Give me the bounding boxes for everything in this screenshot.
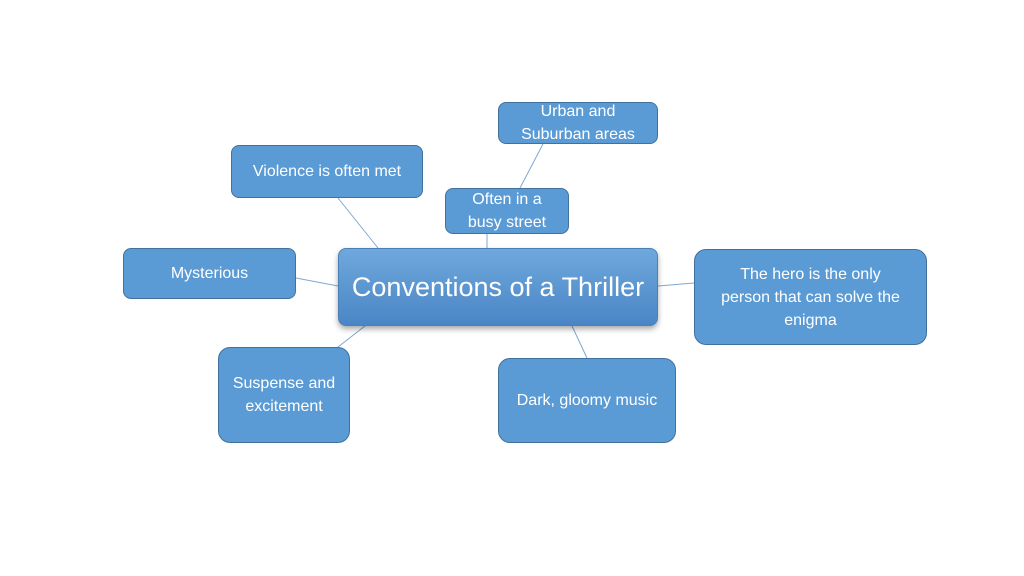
node-label: Suspense and excitement (232, 375, 336, 415)
node-label: Urban and Suburban areas (521, 103, 635, 143)
node-label: Dark, gloomy music (516, 392, 658, 409)
link-suspense-center (337, 325, 366, 348)
node-hero-solves-enigma[interactable]: The hero is the only person that can sol… (694, 249, 927, 345)
central-topic-label: Conventions of a Thriller (351, 271, 645, 302)
link-music-center (571, 325, 588, 359)
link-mysterious-center (295, 277, 339, 287)
central-topic[interactable]: Conventions of a Thriller (338, 248, 658, 326)
node-label: Mysterious (170, 265, 249, 282)
link-urban-busy (519, 143, 544, 189)
node-violence-often-met[interactable]: Violence is often met (231, 145, 423, 198)
node-urban-suburban-areas[interactable]: Urban and Suburban areas (498, 102, 658, 144)
node-mysterious[interactable]: Mysterious (123, 248, 296, 299)
node-busy-street[interactable]: Often in a busy street (445, 188, 569, 234)
node-dark-gloomy-music[interactable]: Dark, gloomy music (498, 358, 676, 443)
node-label: Violence is often met (252, 163, 402, 180)
node-label: Often in a busy street (467, 191, 547, 231)
link-violence-center (337, 197, 379, 249)
node-label: The hero is the only person that can sol… (721, 265, 900, 329)
link-hero-center (657, 282, 695, 287)
node-suspense-excitement[interactable]: Suspense and excitement (218, 347, 350, 443)
